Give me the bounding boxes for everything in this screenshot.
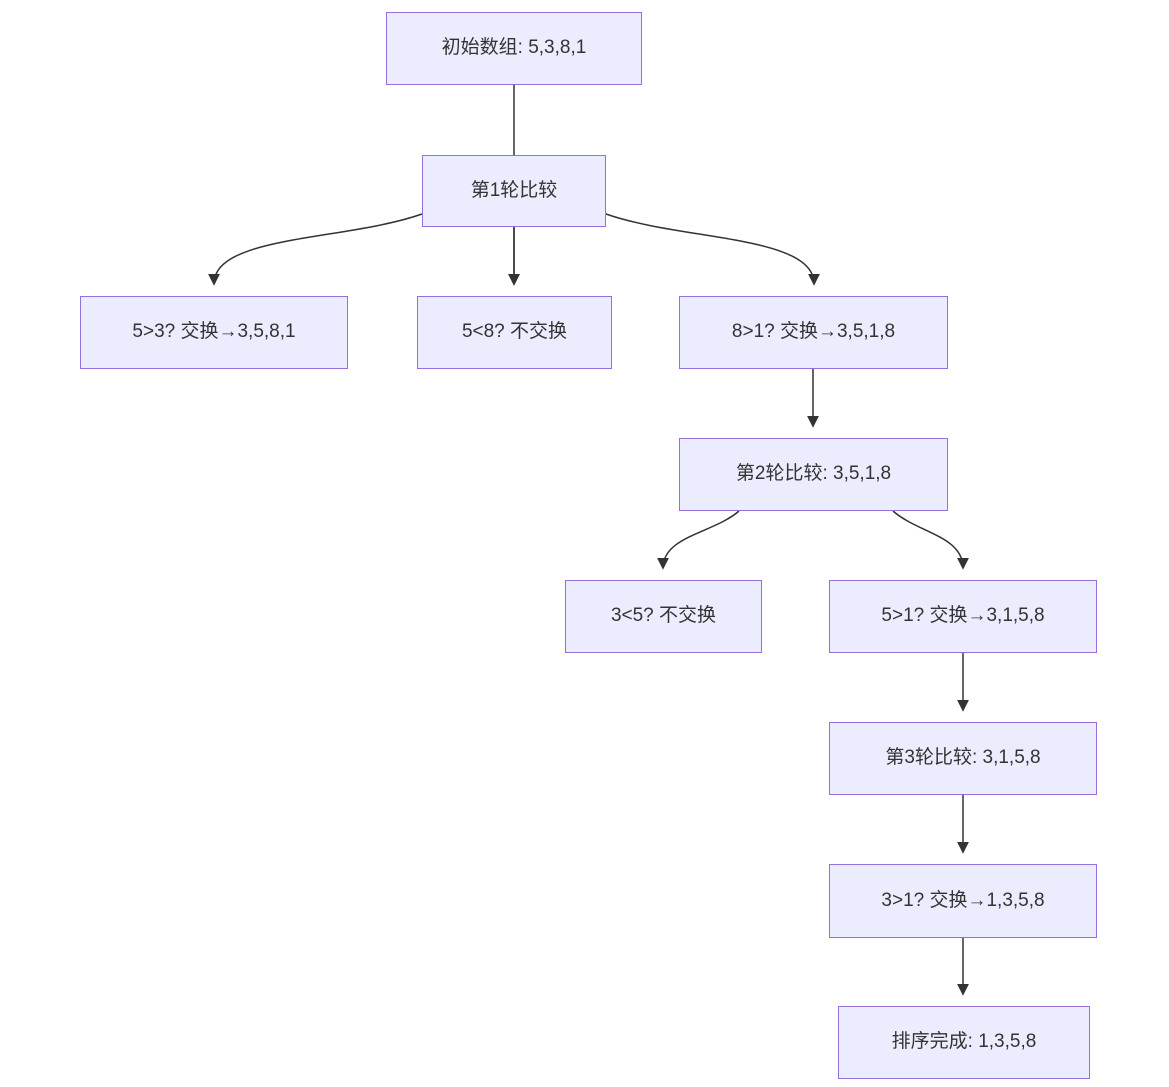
- node-cmp-5-1-label: 5>1? 交换→3,1,5,8: [881, 605, 1045, 627]
- edge-round1-to-cmp81: [605, 213, 820, 286]
- node-cmp-8-1: 8>1? 交换→3,5,1,8: [679, 296, 948, 369]
- edge-round2-to-cmp51: [892, 510, 969, 570]
- node-cmp-3-5: 3<5? 不交换: [565, 580, 762, 653]
- node-cmp-3-5-label: 3<5? 不交换: [610, 605, 717, 627]
- node-round-2: 第2轮比较: 3,5,1,8: [679, 438, 948, 511]
- node-cmp-5-3-label: 5>3? 交换→3,5,8,1: [132, 321, 296, 343]
- node-round-3: 第3轮比较: 3,1,5,8: [829, 722, 1097, 795]
- node-initial-array-label: 初始数组: 5,3,8,1: [441, 37, 587, 59]
- node-cmp-5-3: 5>3? 交换→3,5,8,1: [80, 296, 348, 369]
- node-sorted-done: 排序完成: 1,3,5,8: [838, 1006, 1090, 1079]
- node-cmp-5-8: 5<8? 不交换: [417, 296, 612, 369]
- node-round-1-label: 第1轮比较: [470, 179, 558, 201]
- node-cmp-5-8-label: 5<8? 不交换: [461, 321, 568, 343]
- node-sorted-done-label: 排序完成: 1,3,5,8: [891, 1031, 1037, 1053]
- node-cmp-8-1-label: 8>1? 交换→3,5,1,8: [731, 321, 896, 343]
- edge-round2-to-cmp35: [657, 510, 740, 570]
- node-round-3-label: 第3轮比较: 3,1,5,8: [885, 747, 1041, 769]
- node-initial-array: 初始数组: 5,3,8,1: [386, 12, 642, 85]
- node-cmp-3-1-label: 3>1? 交换→1,3,5,8: [881, 889, 1045, 911]
- node-cmp-5-1: 5>1? 交换→3,1,5,8: [829, 580, 1097, 653]
- node-round-1: 第1轮比较: [422, 155, 606, 227]
- edge-round1-to-cmp53: [208, 213, 423, 286]
- node-cmp-3-1: 3>1? 交换→1,3,5,8: [829, 864, 1097, 938]
- node-round-2-label: 第2轮比较: 3,5,1,8: [735, 463, 892, 485]
